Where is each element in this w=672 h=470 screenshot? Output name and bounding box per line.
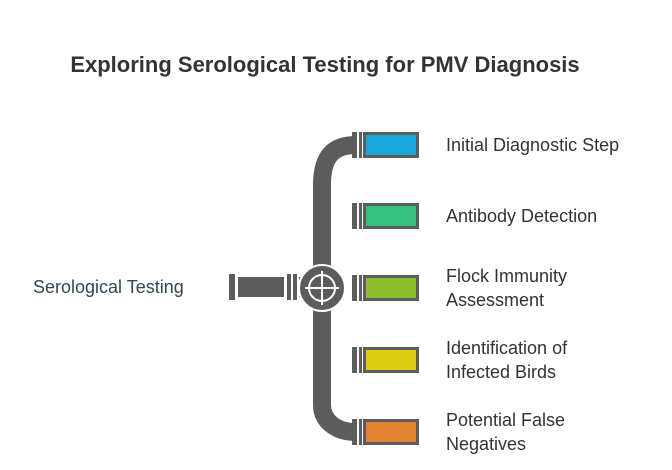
branch-pipe-4 <box>352 347 419 373</box>
branch-label-line: Potential False <box>446 410 566 430</box>
branch-color-segment <box>366 135 416 155</box>
branch-color-segment <box>366 206 416 226</box>
branch-label-2: Antibody Detection <box>446 204 666 228</box>
branch-color-segment <box>366 278 416 298</box>
branch-label-line: Assessment <box>446 290 545 310</box>
branch-color-segment <box>366 422 416 442</box>
branch-pipe-5 <box>352 419 419 445</box>
branch-label-line: Flock Immunity <box>446 266 568 286</box>
branch-label-line: Antibody Detection <box>446 206 598 226</box>
branch-label-line: Negatives <box>446 434 527 454</box>
branch-pipe-2 <box>352 203 419 229</box>
branch-color-segment <box>366 350 416 370</box>
manifold-pipe <box>313 136 357 441</box>
branch-label-4: Identification of Infected Birds <box>446 336 666 384</box>
branch-label-line: Identification of <box>446 338 568 358</box>
root-label: Serological Testing <box>33 277 184 297</box>
branch-pipe-1 <box>352 132 419 158</box>
branch-label-line: Initial Diagnostic Step <box>446 135 620 155</box>
branch-label-1: Initial Diagnostic Step <box>446 133 666 157</box>
valve-icon <box>298 264 346 312</box>
diagram-title: Exploring Serological Testing for PMV Di… <box>70 52 580 77</box>
branch-label-line: Infected Birds <box>446 362 557 382</box>
branch-pipe-3 <box>352 275 419 301</box>
